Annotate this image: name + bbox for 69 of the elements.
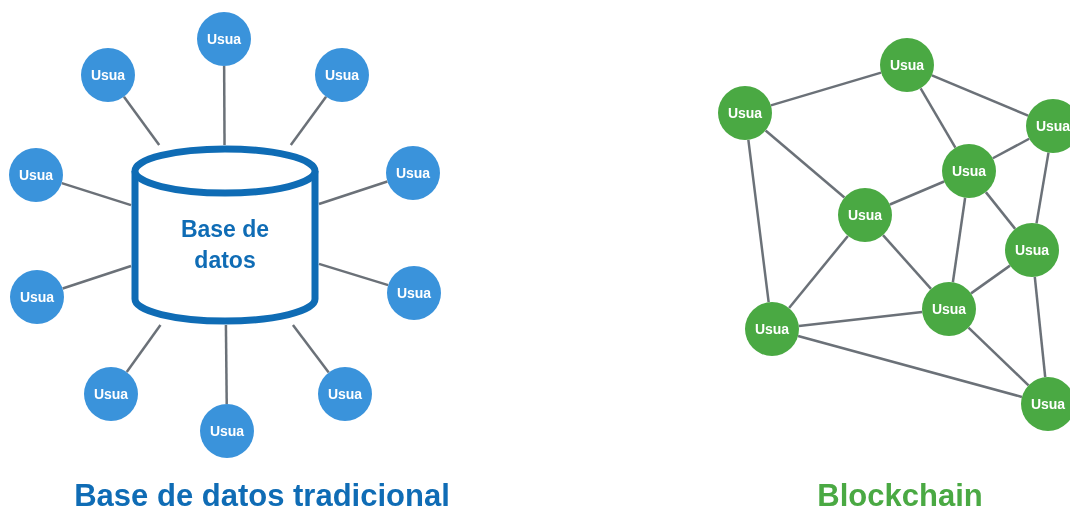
user-label: Usua bbox=[727, 105, 763, 121]
user-label: Usua bbox=[327, 386, 363, 402]
user-circle bbox=[9, 148, 63, 202]
user-label: Usua bbox=[1035, 118, 1070, 134]
user-circle bbox=[84, 367, 138, 421]
user-label: Usua bbox=[324, 67, 360, 83]
connector-line bbox=[62, 264, 132, 290]
user-label: Usua bbox=[18, 167, 54, 183]
connector-line bbox=[798, 310, 923, 328]
user-circle bbox=[838, 188, 892, 242]
connector-line bbox=[992, 137, 1030, 160]
connector-line bbox=[951, 197, 967, 283]
connector-line bbox=[970, 264, 1011, 295]
user-circle bbox=[197, 12, 251, 66]
user-circle bbox=[1026, 99, 1070, 153]
user-label: Usua bbox=[847, 207, 883, 223]
connector-line bbox=[291, 324, 330, 374]
connector-line bbox=[889, 180, 945, 206]
connector-line bbox=[222, 66, 226, 145]
user-circle bbox=[942, 144, 996, 198]
connector-line bbox=[788, 235, 849, 309]
database-label: Base de datos bbox=[179, 215, 271, 275]
connector-line bbox=[967, 326, 1030, 387]
connector-line bbox=[919, 87, 957, 149]
connector-line bbox=[224, 325, 228, 404]
user-circle bbox=[315, 48, 369, 102]
user-circle bbox=[880, 38, 934, 92]
user-label: Usua bbox=[206, 31, 242, 47]
user-circle bbox=[318, 367, 372, 421]
connector-line bbox=[122, 96, 161, 146]
user-circle bbox=[1021, 377, 1070, 431]
user-label: Usua bbox=[931, 301, 967, 317]
user-label: Usua bbox=[93, 386, 129, 402]
user-label: Usua bbox=[889, 57, 925, 73]
user-circle bbox=[81, 48, 135, 102]
connector-line bbox=[764, 129, 846, 199]
connector-line bbox=[797, 334, 1023, 399]
user-circle bbox=[387, 266, 441, 320]
connector-line bbox=[984, 191, 1017, 230]
user-circle bbox=[718, 86, 772, 140]
user-label: Usua bbox=[19, 289, 55, 305]
user-label: Usua bbox=[951, 163, 987, 179]
user-label: Usua bbox=[754, 321, 790, 337]
user-label: Usua bbox=[1030, 396, 1066, 412]
user-circle bbox=[1005, 223, 1059, 277]
connector-line bbox=[882, 234, 932, 290]
user-label: Usua bbox=[90, 67, 126, 83]
user-circle bbox=[745, 302, 799, 356]
user-circle bbox=[386, 146, 440, 200]
user-label: Usua bbox=[396, 285, 432, 301]
connector-line bbox=[770, 71, 882, 107]
section-title: Base de datos tradicional bbox=[74, 478, 450, 510]
connector-line bbox=[318, 180, 388, 206]
connector-line bbox=[931, 74, 1029, 117]
connector-line bbox=[61, 181, 132, 207]
user-circle bbox=[922, 282, 976, 336]
connector-line bbox=[747, 139, 770, 303]
database-cylinder bbox=[131, 145, 319, 325]
user-label: Usua bbox=[1014, 242, 1050, 258]
user-label: Usua bbox=[209, 423, 245, 439]
connector-line bbox=[125, 324, 162, 373]
section-title: Blockchain bbox=[817, 478, 983, 510]
connector-line bbox=[318, 262, 389, 287]
user-circle bbox=[10, 270, 64, 324]
user-circle bbox=[200, 404, 254, 458]
connector-line bbox=[1033, 276, 1047, 378]
connector-line bbox=[289, 96, 328, 146]
user-label: Usua bbox=[395, 165, 431, 181]
connector-line bbox=[1035, 152, 1050, 224]
